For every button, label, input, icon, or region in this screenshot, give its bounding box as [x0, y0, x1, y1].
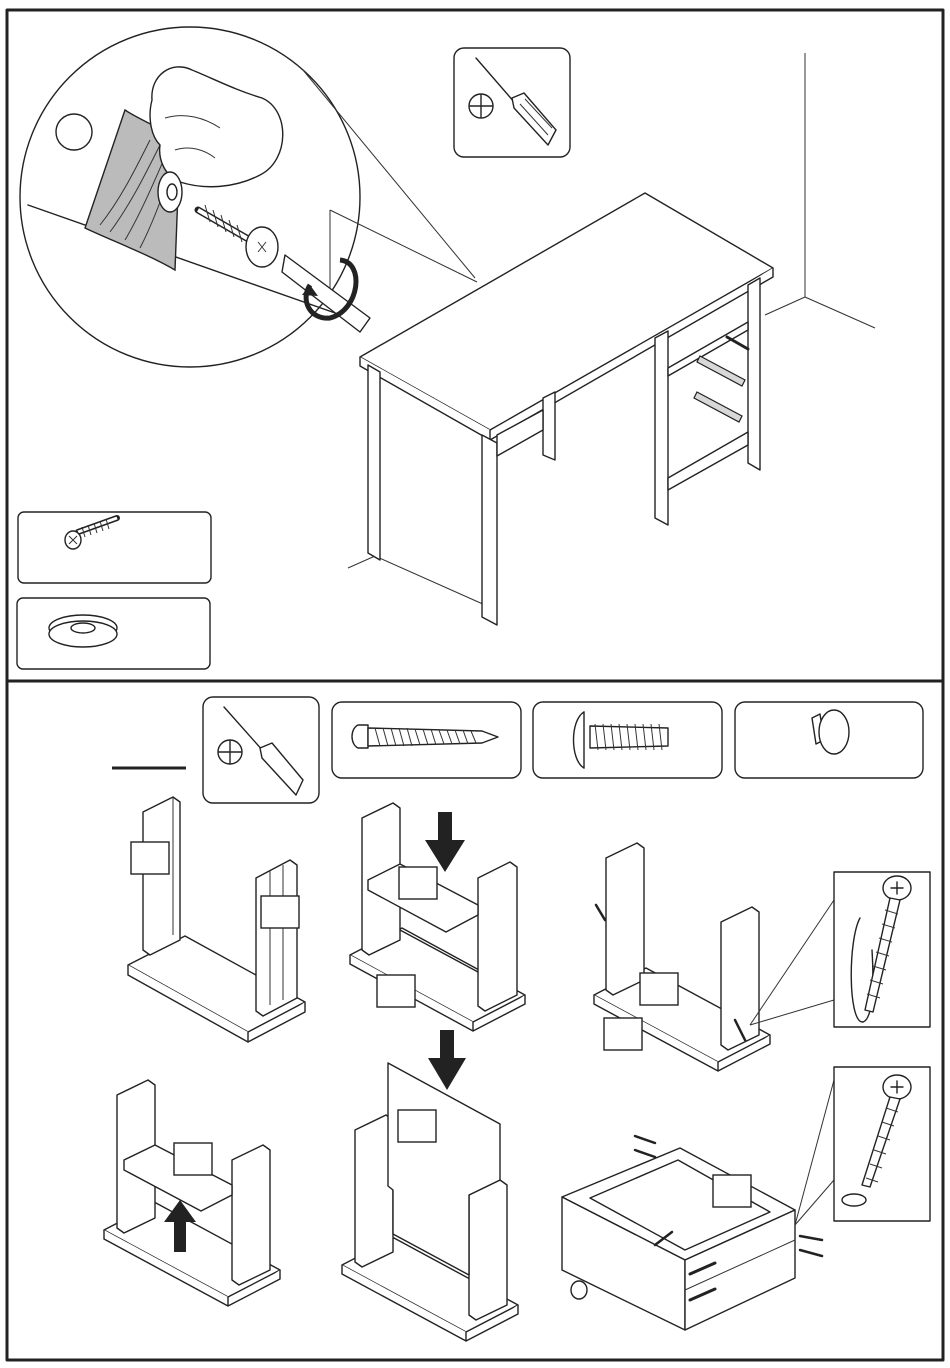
part-label-3: [399, 867, 437, 899]
part-label-4: [377, 975, 415, 1007]
screw-detail-box-2: [834, 1067, 930, 1221]
part-label-6: [604, 1018, 642, 1050]
detail-badge-circle: [56, 114, 92, 150]
part-label-9: [713, 1175, 751, 1207]
part-label-8: [398, 1110, 436, 1142]
screw-detail-box-1: [834, 872, 930, 1027]
cam-bolt-part-box: [332, 702, 521, 778]
cam-screw-part-box: [533, 702, 722, 778]
part-label-7: [174, 1143, 212, 1175]
drawer-knob-part-box: [735, 702, 923, 778]
drawer-knob-icon-2: [571, 1281, 587, 1299]
washer-part-box: [17, 598, 210, 669]
screwdriver-tool-box-2: [203, 697, 319, 803]
wood-screw-part-box: [18, 512, 211, 583]
part-label-2: [261, 896, 299, 928]
part-label-1: [131, 842, 169, 874]
phillips-head-icon: [469, 94, 493, 118]
screwdriver-tool-box: [454, 48, 570, 157]
part-label-5: [640, 973, 678, 1005]
washer-icon: [49, 615, 117, 647]
